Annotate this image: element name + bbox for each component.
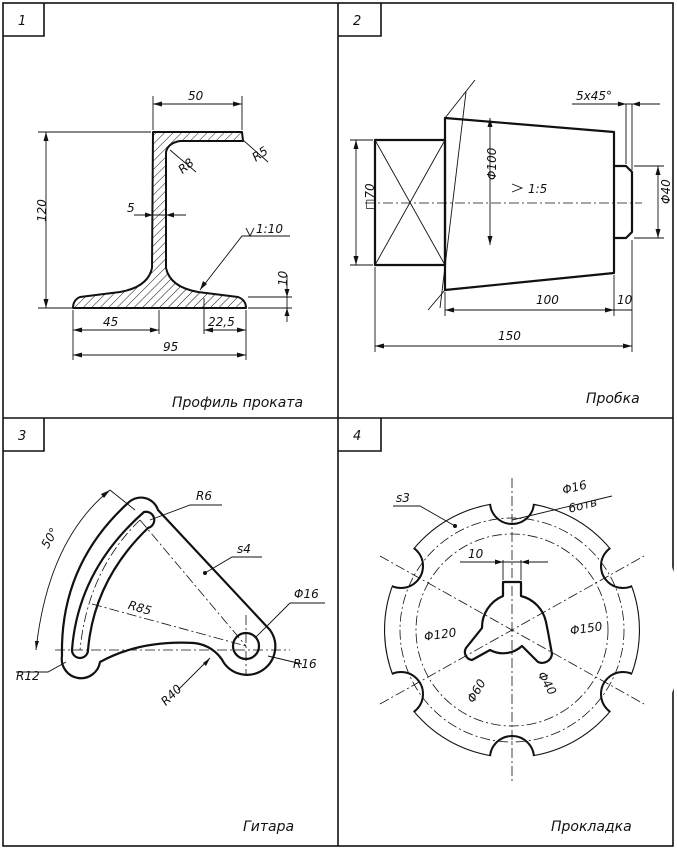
dim-taper: 1:5 (528, 182, 547, 196)
panel-4-title: Прокладка (551, 819, 632, 835)
dim-flange-thick: 10 (276, 270, 290, 286)
dim-end-radius: R12 (16, 669, 40, 683)
dim-inner-radius: R40 (158, 682, 185, 709)
panel-number-box-2: 2 (338, 3, 382, 37)
panel-3-guitar: 50° R6 s4 R85 Φ16 R12 R16 R40 Гитара (16, 489, 325, 835)
dim-arc-radius: R85 (127, 598, 154, 618)
panel-3-title: Гитара (243, 819, 294, 835)
dim-big-diameter: Φ100 (485, 147, 499, 180)
panel-2-plug: □70 Φ100 1:5 5x45° Φ40 100 10 (350, 79, 673, 407)
dim-bore-40: Φ40 (535, 669, 560, 698)
panel-1-title: Профиль проката (172, 395, 303, 411)
panel-number-2: 2 (353, 14, 361, 29)
panel-2-title: Пробка (586, 391, 640, 407)
dim-small-diameter: Φ40 (659, 179, 673, 204)
dim-circle-150: Φ150 (569, 619, 603, 637)
central-bore (463, 580, 554, 664)
dim-hole: Φ16 (294, 587, 319, 601)
dim-slot-radius: R6 (196, 489, 212, 503)
panel-number-box-3: 3 (3, 418, 45, 452)
panel-4-gasket: 10 s3 Φ16 6отв Φ120 Φ150 Φ60 Φ40 Проклад… (340, 458, 677, 835)
dim-bore-60: Φ60 (464, 676, 489, 705)
dim-chamfer: 5x45° (576, 89, 612, 103)
dim-thickness: s4 (237, 542, 251, 556)
curved-slot (70, 510, 156, 660)
profile-section (72, 131, 247, 309)
dim-hub-radius: R16 (293, 657, 317, 671)
panel-number-box-4: 4 (338, 418, 382, 452)
dim-circle-120: Φ120 (423, 625, 457, 643)
panel-1-rolled-profile: 50 R8 R5 120 5 1:10 10 (35, 89, 303, 411)
dim-cone-length: 100 (536, 293, 559, 307)
dim-thickness-s3: s3 (396, 491, 410, 505)
dim-total-width: 95 (163, 340, 178, 354)
panel-number-4: 4 (353, 429, 361, 444)
dim-holes: Φ16 (561, 477, 589, 497)
dim-fillet-inner: R8 (175, 155, 197, 176)
dim-left-half: 45 (103, 315, 118, 329)
dim-web: 5 (127, 201, 135, 215)
dim-square: □70 (363, 183, 377, 210)
panel-number-1: 1 (18, 14, 26, 29)
cone-body (443, 116, 616, 292)
dim-holes-count: 6отв (567, 495, 599, 516)
dim-keyway: 10 (468, 547, 484, 561)
dim-angle: 50° (38, 525, 61, 550)
dim-top-width: 50 (188, 89, 204, 103)
dim-height: 120 (35, 199, 49, 222)
guitar-outline (60, 496, 277, 680)
dim-shoulder: 10 (617, 293, 633, 307)
dim-right-flange: 22,5 (208, 315, 235, 329)
panel-number-3: 3 (18, 429, 26, 444)
small-cylinder (614, 164, 634, 240)
dim-total-length: 150 (498, 329, 521, 343)
panel-number-box-1: 1 (3, 3, 45, 37)
dim-slope: 1:10 (256, 222, 283, 236)
